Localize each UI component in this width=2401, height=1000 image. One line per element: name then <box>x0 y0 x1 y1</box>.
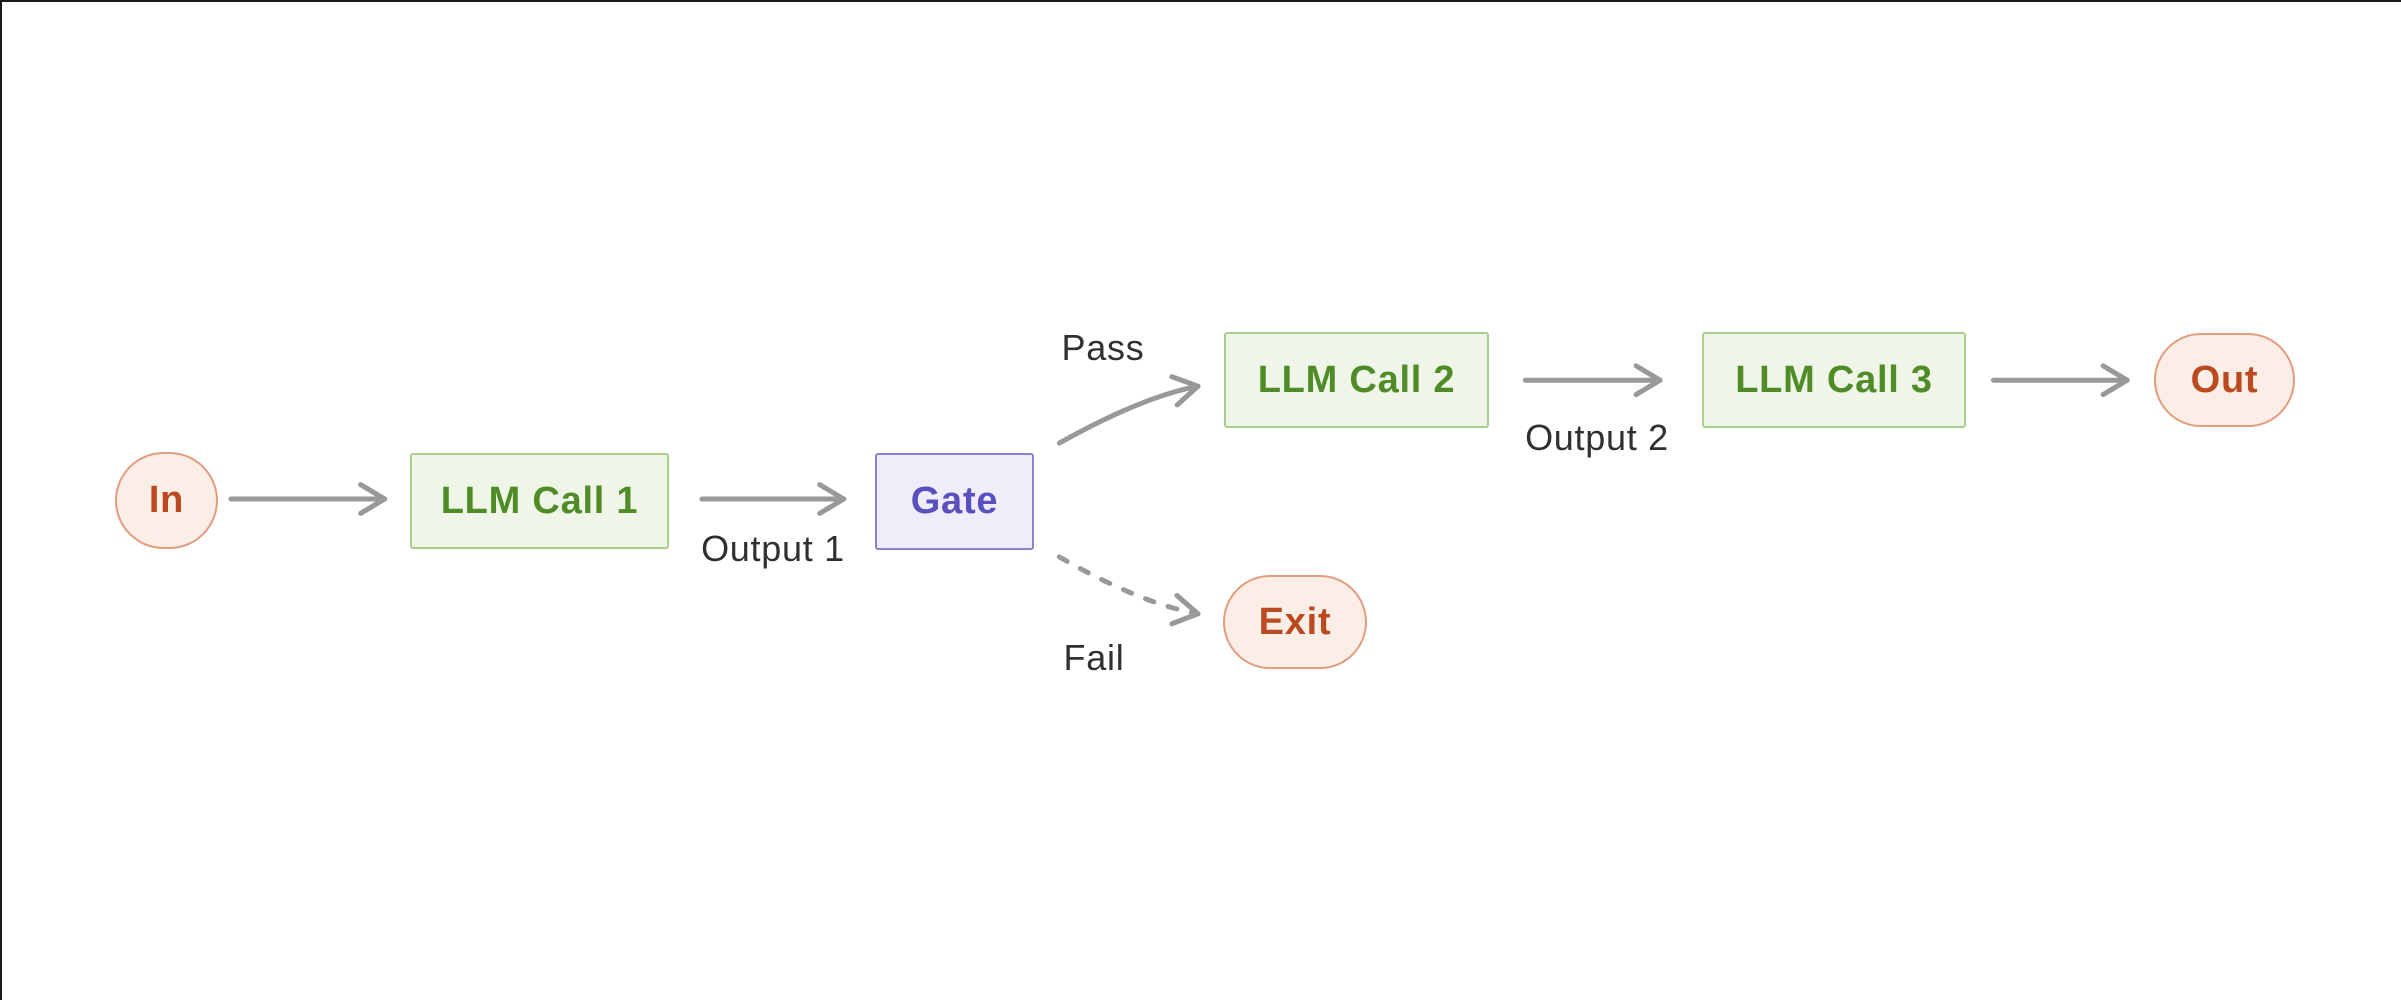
node-llm-call-2-label: LLM Call 2 <box>1257 358 1456 401</box>
edge-label-output-1: Output 1 <box>701 528 845 570</box>
node-llm-call-3-label: LLM Call 3 <box>1735 358 1933 401</box>
node-in: In <box>115 452 218 549</box>
node-llm-call-2: LLM Call 2 <box>1224 332 1489 428</box>
node-out: Out <box>2154 333 2295 427</box>
node-llm-call-1: LLM Call 1 <box>410 453 669 549</box>
node-llm-call-1-label: LLM Call 1 <box>440 479 639 522</box>
node-exit-label: Exit <box>1258 600 1332 643</box>
edge-label-output-2: Output 2 <box>1525 417 1669 459</box>
edge-label-output-1-text: Output 1 <box>701 528 845 569</box>
edge-gate-to-exit <box>1056 554 1201 627</box>
edge-label-pass-text: Pass <box>1061 327 1145 368</box>
node-gate: Gate <box>875 453 1034 550</box>
edge-label-output-2-text: Output 2 <box>1525 417 1669 458</box>
node-llm-call-3: LLM Call 3 <box>1702 332 1966 428</box>
node-gate-label: Gate <box>910 480 999 522</box>
edge-label-fail-text: Fail <box>1063 637 1125 678</box>
node-in-label: In <box>148 479 185 521</box>
edge-label-pass: Pass <box>1062 327 1145 369</box>
node-exit: Exit <box>1223 575 1367 669</box>
edge-label-fail: Fail <box>1064 637 1125 679</box>
node-out-label: Out <box>2190 358 2259 401</box>
edge-gate-to-llm-call-2 <box>1056 374 1201 446</box>
